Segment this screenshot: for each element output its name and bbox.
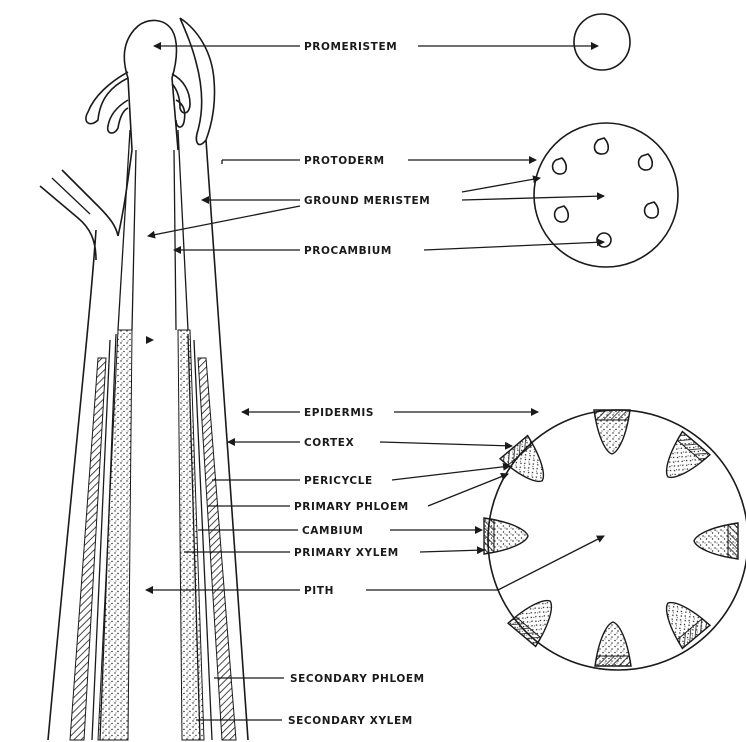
label-ground-meristem: GROUND MERISTEM xyxy=(304,195,430,207)
bundle-bottom-left xyxy=(508,590,564,647)
branch-left-mid xyxy=(52,178,90,214)
cross-section-secondary xyxy=(484,410,746,670)
label-procambium: PROCAMBIUM xyxy=(304,245,392,257)
pith-marker xyxy=(146,336,154,344)
branch-left xyxy=(40,186,96,260)
label-epidermis: EPIDERMIS xyxy=(304,407,374,419)
label-promeristem: PROMERISTEM xyxy=(304,41,397,53)
label-cortex: CORTEX xyxy=(304,437,354,449)
label-pericycle: PERICYCLE xyxy=(304,475,373,487)
stem-apex-outline xyxy=(124,20,178,150)
labels: PROMERISTEM PROTODERM GROUND MERISTEM PR… xyxy=(288,41,430,727)
bundle-top xyxy=(594,410,630,454)
label-cambium: CAMBIUM xyxy=(302,525,363,537)
pith-line-right xyxy=(174,150,176,330)
label-secondary-xylem: SECONDARY XYLEM xyxy=(288,715,413,727)
label-primary-phloem: PRIMARY PHLOEM xyxy=(294,501,409,513)
bundle-bottom xyxy=(595,622,631,666)
label-primary-xylem: PRIMARY XYLEM xyxy=(294,547,399,559)
longitudinal-section xyxy=(40,18,248,740)
bundle-left xyxy=(484,518,528,554)
label-pith: PITH xyxy=(304,585,334,597)
leaf-primordium-left-inner xyxy=(108,100,128,133)
leaf-tall-right xyxy=(180,18,215,145)
cross-section-promeristem xyxy=(574,14,630,70)
bundle-top-left xyxy=(500,436,556,493)
bundle-right xyxy=(694,523,738,559)
label-secondary-phloem: SECONDARY PHLOEM xyxy=(290,673,425,685)
cross-section-primary xyxy=(534,123,678,267)
label-protoderm: PROTODERM xyxy=(304,155,385,167)
pith-line-left xyxy=(132,150,136,330)
branch-left-inner xyxy=(62,170,118,236)
